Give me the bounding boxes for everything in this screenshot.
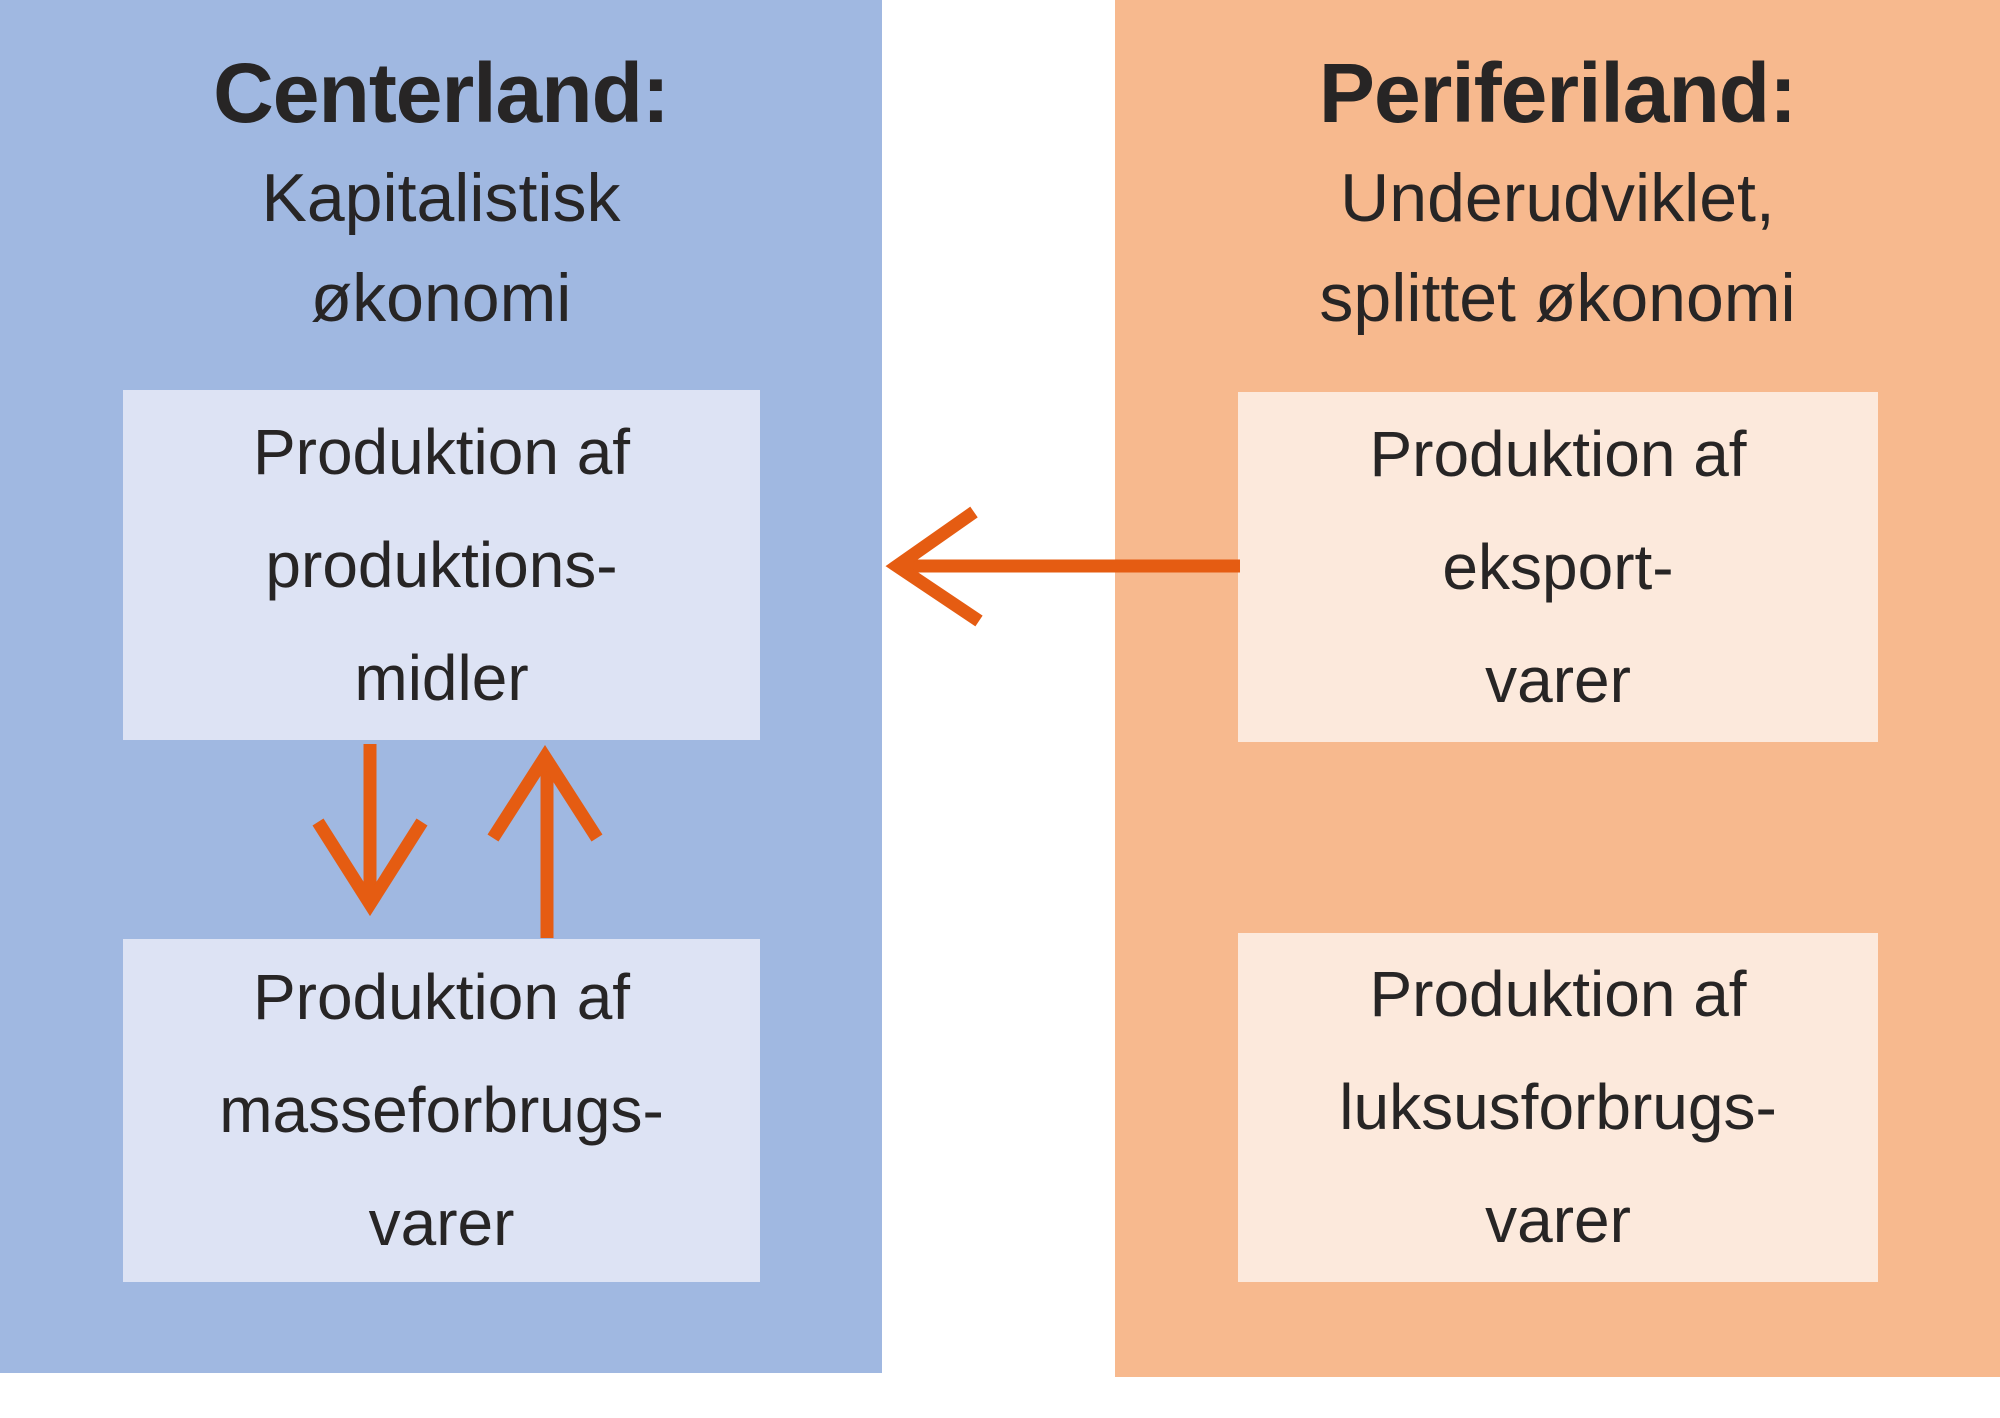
export-goods-box: Produktion af eksport- varer	[1238, 392, 1878, 742]
periphery-panel-subtitle-line1: Underudviklet,	[1340, 160, 1775, 236]
luxury-goods-line3: varer	[1485, 1184, 1631, 1256]
export-goods-line2: eksport-	[1442, 530, 1674, 603]
luxury-consumption-goods-box: Produktion af luksusforbrugs- varer	[1238, 933, 1878, 1282]
mass-consumption-line2: masseforbrugs-	[219, 1074, 664, 1146]
mass-consumption-line3: varer	[368, 1187, 515, 1259]
luxury-goods-line1: Produktion af	[1369, 958, 1747, 1030]
export-goods-line3: varer	[1485, 643, 1631, 716]
luxury-goods-line2: luksusforbrugs-	[1339, 1071, 1777, 1143]
production-means-line2: produktions-	[265, 528, 618, 601]
mass-consumption-goods-box: Produktion af masseforbrugs- varer	[123, 939, 760, 1282]
export-goods-line1: Produktion af	[1369, 417, 1747, 490]
mass-consumption-line1: Produktion af	[252, 961, 631, 1033]
production-means-line3: midler	[354, 641, 529, 714]
periphery-panel-title: Periferiland: Underudviklet, splittet øk…	[1115, 38, 2000, 348]
center-panel-title: Centerland: Kapitalistisk økonomi	[0, 38, 882, 348]
periphery-panel-subtitle-line2: splittet økonomi	[1319, 260, 1796, 336]
center-panel-subtitle-line2: økonomi	[310, 260, 572, 336]
production-means-box: Produktion af produktions- midler	[123, 390, 760, 740]
center-panel-subtitle-line1: Kapitalistisk	[261, 160, 621, 236]
production-means-line1: Produktion af	[252, 415, 631, 488]
periphery-panel-heading: Periferiland:	[1318, 46, 1797, 140]
center-panel-heading: Centerland:	[213, 46, 670, 140]
